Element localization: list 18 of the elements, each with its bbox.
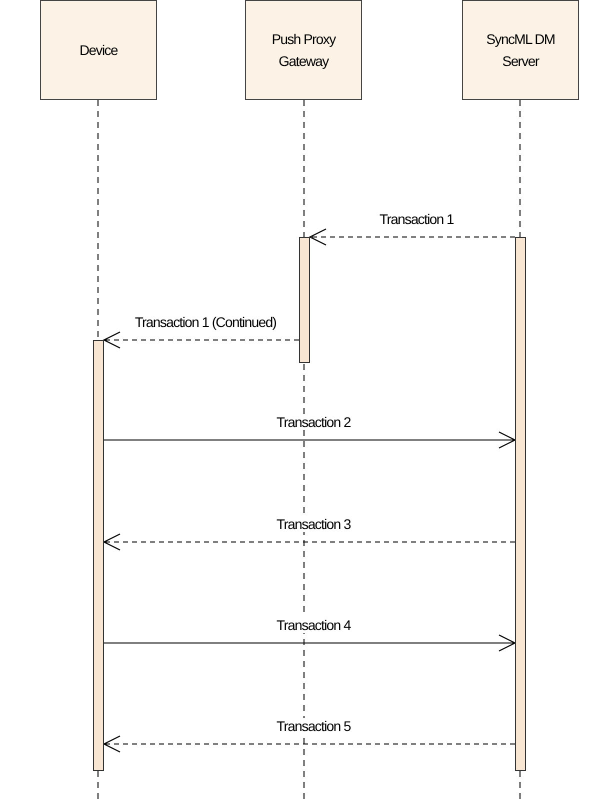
message-arrow	[104, 634, 516, 652]
activation-bar	[299, 237, 310, 363]
message-label: Transaction 1 (Continued)	[134, 314, 278, 330]
message-label: Transaction 5	[276, 718, 352, 734]
message-label: Transaction 3	[276, 516, 352, 532]
message-arrow	[103, 735, 516, 753]
participant-box: SyncML DM Server	[462, 0, 579, 100]
participant-box: Push Proxy Gateway	[245, 0, 362, 100]
message-arrow	[103, 331, 300, 349]
participant-box: Device	[40, 0, 157, 100]
message-label: Transaction 1	[378, 211, 454, 227]
message-arrow	[104, 431, 516, 449]
message-arrow	[103, 533, 516, 551]
activation-bar	[515, 237, 526, 771]
message-arrow	[309, 228, 516, 246]
activation-bar	[93, 340, 104, 771]
message-label: Transaction 2	[276, 414, 352, 430]
message-label: Transaction 4	[276, 617, 352, 633]
